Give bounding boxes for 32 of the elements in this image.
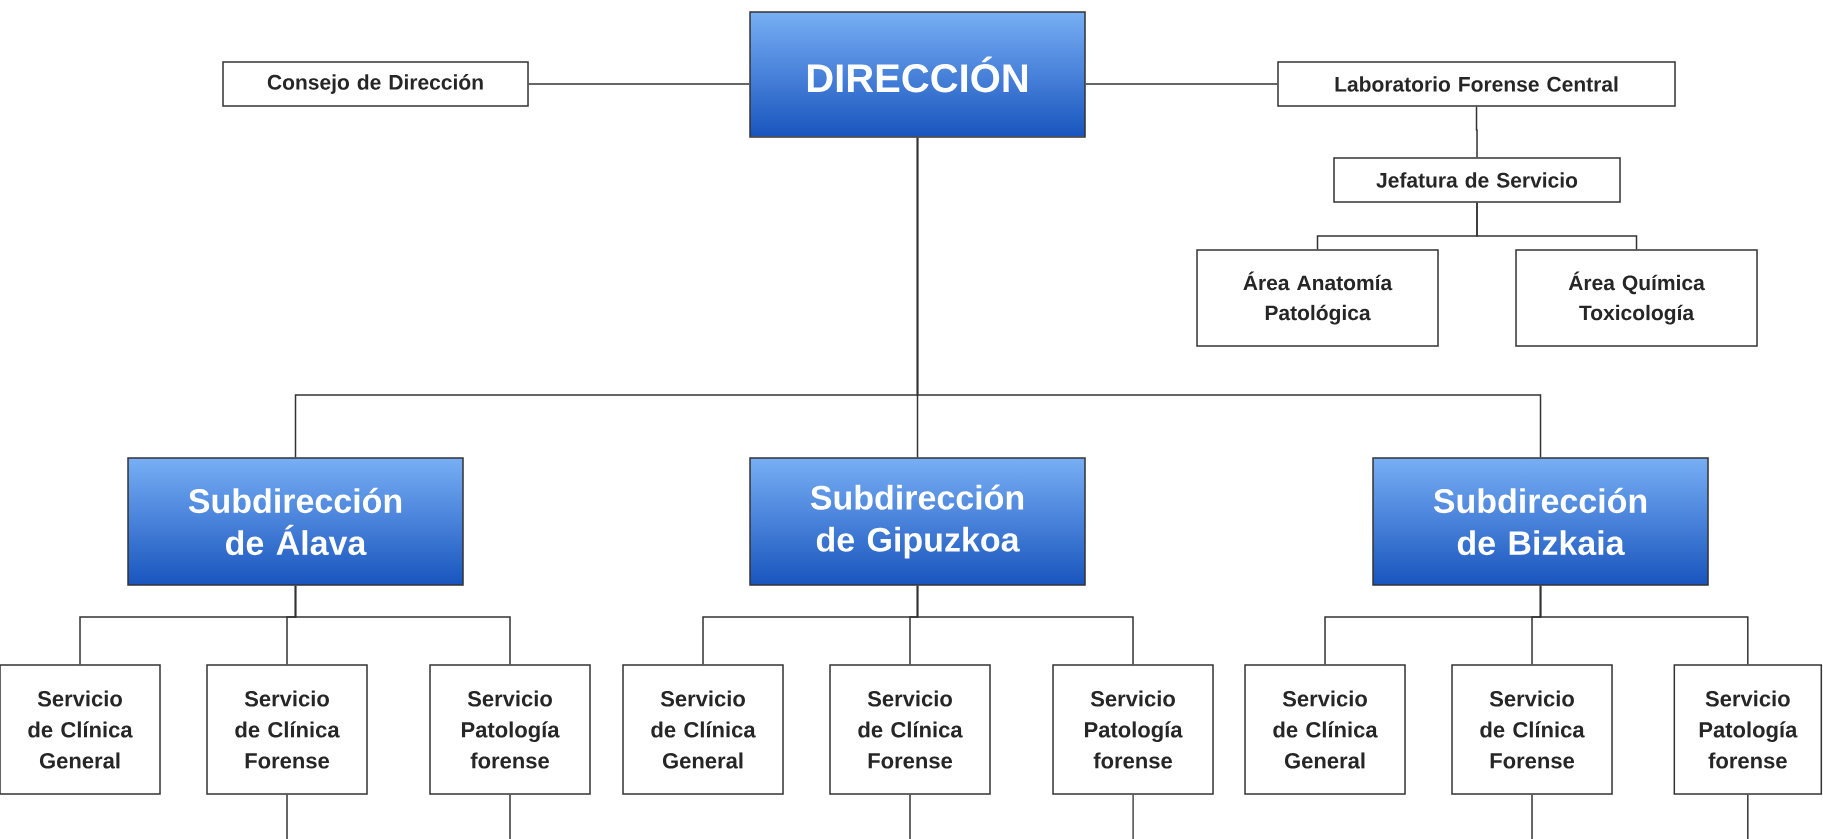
title-box: Subdirección de Álava (127, 457, 464, 586)
title-box: DIRECCIÓN (749, 11, 1086, 138)
service-box: Servicio de Clínica Forense (1451, 664, 1613, 795)
service-box: Servicio de Clínica General (1244, 664, 1406, 795)
connector-line (909, 794, 911, 839)
org-box: Consejo de Dirección (222, 61, 529, 107)
connector-line (509, 794, 511, 839)
connector-line (528, 83, 750, 85)
connector-line (1747, 794, 1749, 839)
connector-line (1539, 585, 1749, 665)
title-box: Subdirección de Bizkaia (1372, 457, 1709, 586)
connector-line (1475, 106, 1478, 158)
connector-line (916, 137, 1542, 458)
service-box: Servicio Patología forense (1673, 664, 1823, 795)
service-box: Servicio Patología forense (1052, 664, 1214, 795)
connector-line (1476, 202, 1638, 250)
connector-line (1132, 794, 1134, 839)
connector-line (286, 794, 288, 839)
connector-line (294, 585, 511, 665)
connector-line (1085, 83, 1278, 85)
service-box: Servicio de Clínica Forense (829, 664, 991, 795)
service-box: Servicio de Clínica Forense (206, 664, 368, 795)
service-box: Servicio Patología forense (429, 664, 591, 795)
org-box: Laboratorio Forense Central (1277, 61, 1676, 107)
title-box: Subdirección de Gipuzkoa (749, 457, 1086, 586)
org-box: Área Química Toxicología (1515, 249, 1758, 347)
connector-line (1531, 794, 1533, 839)
service-box: Servicio de Clínica General (0, 664, 161, 795)
connector-line (916, 585, 1134, 665)
org-box: Jefatura de Servicio (1333, 157, 1621, 203)
org-box: Área Anatomía Patológica (1196, 249, 1439, 347)
service-box: Servicio de Clínica General (622, 664, 784, 795)
